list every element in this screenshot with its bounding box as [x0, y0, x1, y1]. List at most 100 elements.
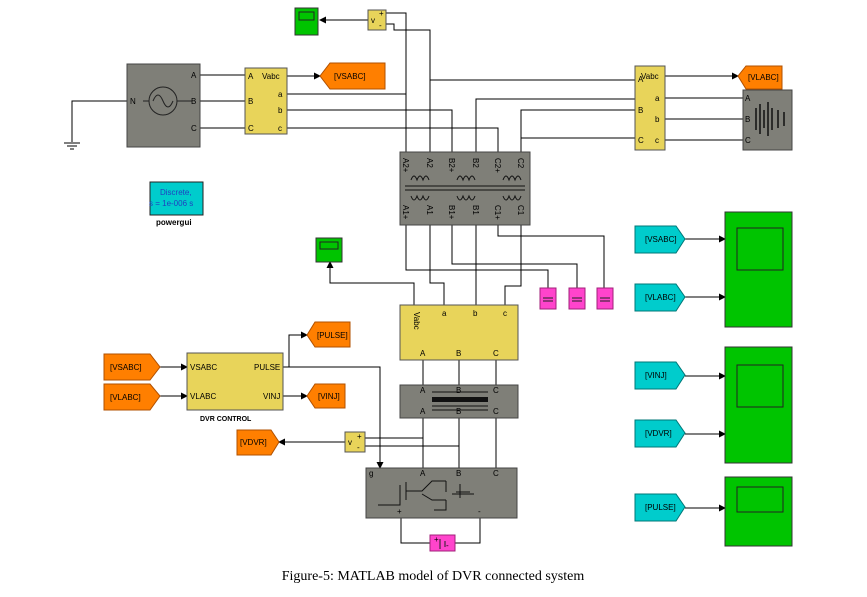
plus: + — [379, 9, 384, 18]
from-vlabc-left[interactable]: [VLABC] — [103, 383, 161, 411]
dvr-control-subsystem[interactable]: VSABC VLABC PULSE VINJ DVR CONTROL — [186, 352, 284, 423]
from-label: [VSABC] — [645, 235, 677, 244]
port-a-out: a — [278, 90, 283, 99]
vsi-inverter[interactable]: g A B C + - — [365, 467, 518, 519]
goto-vdvr-label: [VDVR] — [240, 438, 267, 447]
port-vsabc: VSABC — [190, 363, 217, 372]
coil-icon — [456, 175, 476, 201]
port-c-out: c — [278, 124, 282, 133]
from-tag-right[interactable]: [PULSE] — [634, 493, 686, 522]
from-vsabc-left[interactable]: [VSABC] — [103, 353, 161, 381]
port-a-out: A — [420, 407, 426, 416]
port-c: C — [745, 136, 751, 145]
plus: + — [357, 432, 362, 441]
from-label: [VLABC] — [110, 393, 141, 402]
port-b-out: b — [655, 115, 660, 124]
winding1-port: A1+ — [401, 205, 410, 220]
voltmeter-bottom[interactable]: v + - — [344, 431, 366, 453]
port-a-out: a — [655, 94, 660, 103]
port-c-out: C — [493, 407, 499, 416]
port-vinj: VINJ — [263, 392, 280, 401]
port-a: A — [420, 469, 426, 478]
powergui-block[interactable]: Discrete, s = 1e-006 s powergui — [149, 181, 204, 227]
dc-source[interactable]: + - — [429, 534, 456, 552]
port-minus: - — [478, 507, 481, 516]
coil-icon — [502, 175, 522, 201]
powergui-label: powergui — [156, 218, 192, 227]
port-c: C — [493, 469, 499, 478]
port-vabc: Vabc — [412, 312, 421, 330]
port-g: g — [369, 469, 373, 478]
port-b-out: B — [456, 407, 461, 416]
port-a: A — [191, 71, 197, 80]
voltmeter-top[interactable]: v + - — [367, 9, 387, 31]
goto-vsabc-label: [VSABC] — [334, 72, 366, 81]
goto-vdvr[interactable]: [VDVR] — [236, 429, 280, 456]
source-voltage-measurement[interactable]: A B C Vabc a b c — [244, 67, 288, 135]
powergui-line2: s = 1e-006 s — [149, 199, 193, 208]
from-label: [VDVR] — [645, 429, 672, 438]
lc-filter[interactable]: A B C A B C — [399, 384, 519, 419]
goto-pulse-label: [PULSE] — [317, 331, 348, 340]
winding2-port: A2 — [425, 158, 434, 168]
scope-3[interactable] — [724, 476, 793, 547]
winding2-port: B2 — [471, 158, 480, 168]
capacitor-banks[interactable] — [539, 287, 614, 310]
three-phase-load[interactable]: A B C — [742, 89, 793, 151]
voltmeter-label: v — [348, 438, 352, 447]
port-a-out: A — [420, 349, 426, 358]
port-n: N — [130, 97, 136, 106]
port-b-out: b — [278, 106, 283, 115]
port-c: C — [638, 136, 644, 145]
scope-top[interactable] — [294, 7, 319, 36]
coil-icon — [410, 175, 430, 201]
winding2-port: C2 — [516, 158, 525, 169]
goto-vlabc-label: [VLABC] — [748, 73, 779, 82]
port-b: B — [456, 469, 461, 478]
from-tag-right[interactable]: [VINJ] — [634, 361, 686, 390]
port-c: c — [503, 309, 507, 318]
powergui-line1: Discrete, — [160, 188, 192, 197]
ground-icon — [64, 142, 80, 150]
scope-2[interactable] — [724, 346, 793, 464]
port-c-out: c — [655, 136, 659, 145]
goto-vsabc[interactable]: [VSABC] — [319, 62, 386, 90]
goto-vinj[interactable]: [VINJ] — [306, 383, 346, 409]
wires — [71, 12, 743, 544]
from-label: [VLABC] — [645, 293, 676, 302]
port-a: A — [420, 386, 426, 395]
goto-pulse[interactable]: [PULSE] — [306, 321, 351, 348]
scope-mid[interactable] — [315, 237, 343, 263]
port-b: b — [473, 309, 478, 318]
port-vlabc: VLABC — [190, 392, 216, 401]
from-tag-right[interactable]: [VLABC] — [634, 283, 686, 312]
winding1-port: C1 — [516, 205, 525, 216]
from-label: [VINJ] — [645, 371, 667, 380]
goto-vlabc[interactable]: [VLABC] — [737, 65, 783, 90]
dc-minus: - — [446, 541, 449, 550]
port-a: A — [638, 75, 644, 84]
winding1-port: B1+ — [447, 205, 456, 220]
port-plus: + — [397, 507, 402, 516]
winding1-port: C1+ — [493, 205, 502, 220]
injection-measurement[interactable]: Vabc a b c A B C — [399, 304, 519, 361]
port-b: B — [456, 386, 461, 395]
minus: - — [357, 443, 360, 452]
load-voltage-measurement[interactable]: A B C Vabc a b c — [634, 65, 666, 151]
port-b: B — [191, 97, 196, 106]
port-b: B — [248, 97, 253, 106]
figure-caption: Figure-5: MATLAB model of DVR connected … — [282, 569, 585, 584]
port-c-out: C — [493, 349, 499, 358]
from-tag-right[interactable]: [VSABC] — [634, 225, 686, 254]
port-c: C — [493, 386, 499, 395]
voltmeter-label: v — [371, 16, 375, 25]
from-tag-right[interactable]: [VDVR] — [634, 419, 686, 448]
scope-1[interactable] — [724, 211, 793, 328]
port-c: C — [248, 124, 254, 133]
port-a: A — [248, 72, 254, 81]
minus: - — [379, 21, 382, 30]
three-phase-source[interactable]: N A B C — [126, 63, 201, 148]
dvr-control-label: DVR CONTROL — [200, 416, 252, 423]
